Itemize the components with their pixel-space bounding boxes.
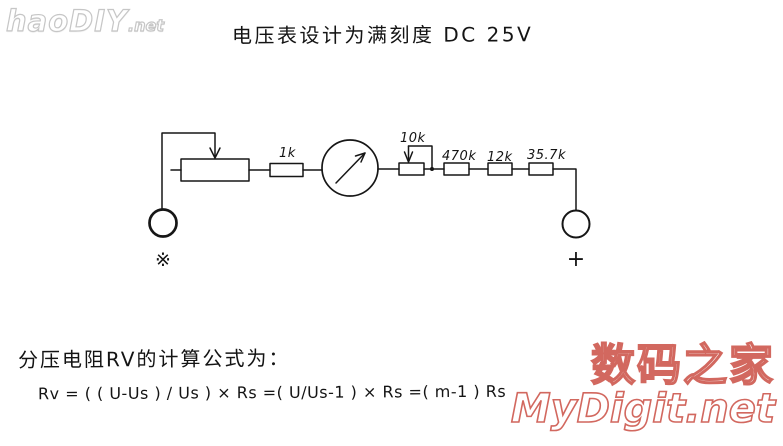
terminal-left xyxy=(148,208,178,238)
label-r1: 1k xyxy=(279,146,296,161)
terminal-left-symbol: ※ xyxy=(155,249,171,271)
meter-icon xyxy=(321,139,379,197)
label-r3: 12k xyxy=(487,150,513,165)
watermark-en: MyDigit.net xyxy=(510,386,776,432)
meter-needle xyxy=(335,152,366,184)
site-logo-suffix: .net xyxy=(127,15,164,35)
site-logo-text: haoDIY xyxy=(5,3,128,38)
resistor-35k7 xyxy=(528,162,554,176)
terminal-right-symbol: + xyxy=(567,247,585,272)
watermark-cn: 数码之家 xyxy=(590,340,775,391)
watermark: 数码之家 MyDigit.net xyxy=(510,340,776,432)
note-intro: 分压电阻RV的计算公式为： xyxy=(17,346,291,372)
trimmer-wiper-arrowhead xyxy=(403,151,414,163)
wire-left-branch xyxy=(161,132,216,210)
wiper-arrowhead xyxy=(209,147,221,159)
label-trimmer: 10k xyxy=(400,131,426,146)
trimmer-10k xyxy=(398,162,425,176)
wire-right-branch xyxy=(552,168,577,211)
label-r4: 35.7k xyxy=(527,148,566,163)
potentiometer-body xyxy=(180,158,250,182)
terminal-right xyxy=(561,209,591,239)
trimmer-wiper-link xyxy=(407,145,433,170)
meter-needle-arrowhead xyxy=(354,152,366,163)
site-logo: haoDIY.net xyxy=(5,3,164,38)
note-formula: Rv = ( ( U-Us ) / Us ) × Rs =( U/Us-1 ) … xyxy=(37,381,507,404)
resistor-470k xyxy=(443,162,470,176)
label-r2: 470k xyxy=(442,149,476,164)
resistor-1k xyxy=(269,162,304,178)
